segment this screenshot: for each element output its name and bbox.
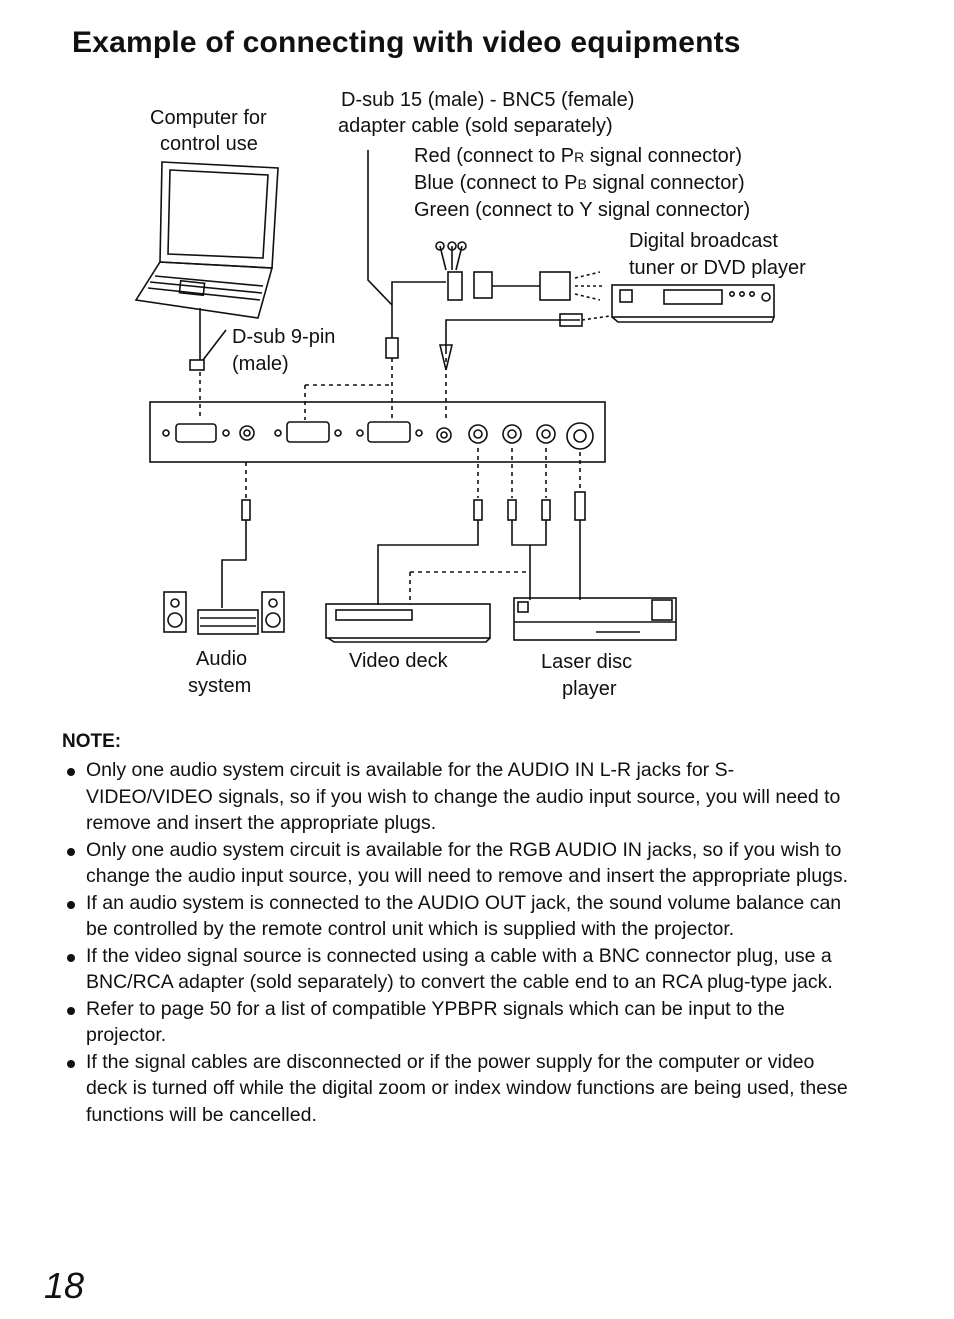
computer-label-line1: Computer for [150,107,267,129]
video-deck-icon [325,603,491,643]
video-deck-label: Video deck [349,650,448,672]
note-item: If an audio system is connected to the A… [62,890,852,943]
bnc-connector-icon [435,241,493,301]
adapter-label-line2: adapter cable (sold separately) [338,115,613,137]
tuner-label-line2: tuner or DVD player [629,257,806,279]
projector-panel-icon [149,401,606,463]
computer-label-line2: control use [160,133,258,155]
page-number: 18 [44,1265,85,1306]
bullet-icon [67,1006,75,1015]
laser-label-line2: player [562,678,617,700]
blue-connector-label: Blue (connect to PB signal connector) [414,172,745,194]
dsub-label-line1: D-sub 9-pin [232,326,336,348]
dsub-label-line2: (male) [232,353,289,375]
bullet-icon [67,847,75,856]
note-list: Only one audio system circuit is availab… [62,757,852,1128]
speaker-icon [163,591,285,633]
note-heading: NOTE: [62,731,122,752]
bullet-icon [67,768,75,776]
connection-diagram [134,150,775,643]
red-connector-label: Red (connect to PR signal connector) [414,145,743,167]
bullet-icon [67,1059,75,1068]
audio-label-line2: system [188,675,252,697]
note-item: Refer to page 50 for a list of compatibl… [62,996,852,1049]
bullet-icon [67,953,75,962]
note-item: Only one audio system circuit is availab… [62,837,852,890]
dvd-player-icon [611,284,775,323]
tuner-label-line1: Digital broadcast [629,230,778,252]
adapter-label-line1: D-sub 15 (male) - BNC5 (female) [341,89,635,111]
laptop-icon [134,161,279,319]
page-title: Example of connecting with video equipme… [72,26,741,59]
bnc-connector-icon [539,271,605,301]
rca-plug-icon [241,491,586,521]
green-connector-label: Green (connect to Y signal connector) [414,199,751,221]
note-item: If the signal cables are disconnected or… [62,1049,852,1129]
laser-label-line1: Laser disc [541,651,633,673]
note-item: If the video signal source is connected … [62,943,852,996]
laser-disc-player-icon [513,597,677,641]
note-item: Only one audio system circuit is availab… [62,757,852,837]
bullet-icon [67,900,75,909]
amplifier-icon [197,609,259,635]
audio-label-line1: Audio [196,648,248,670]
